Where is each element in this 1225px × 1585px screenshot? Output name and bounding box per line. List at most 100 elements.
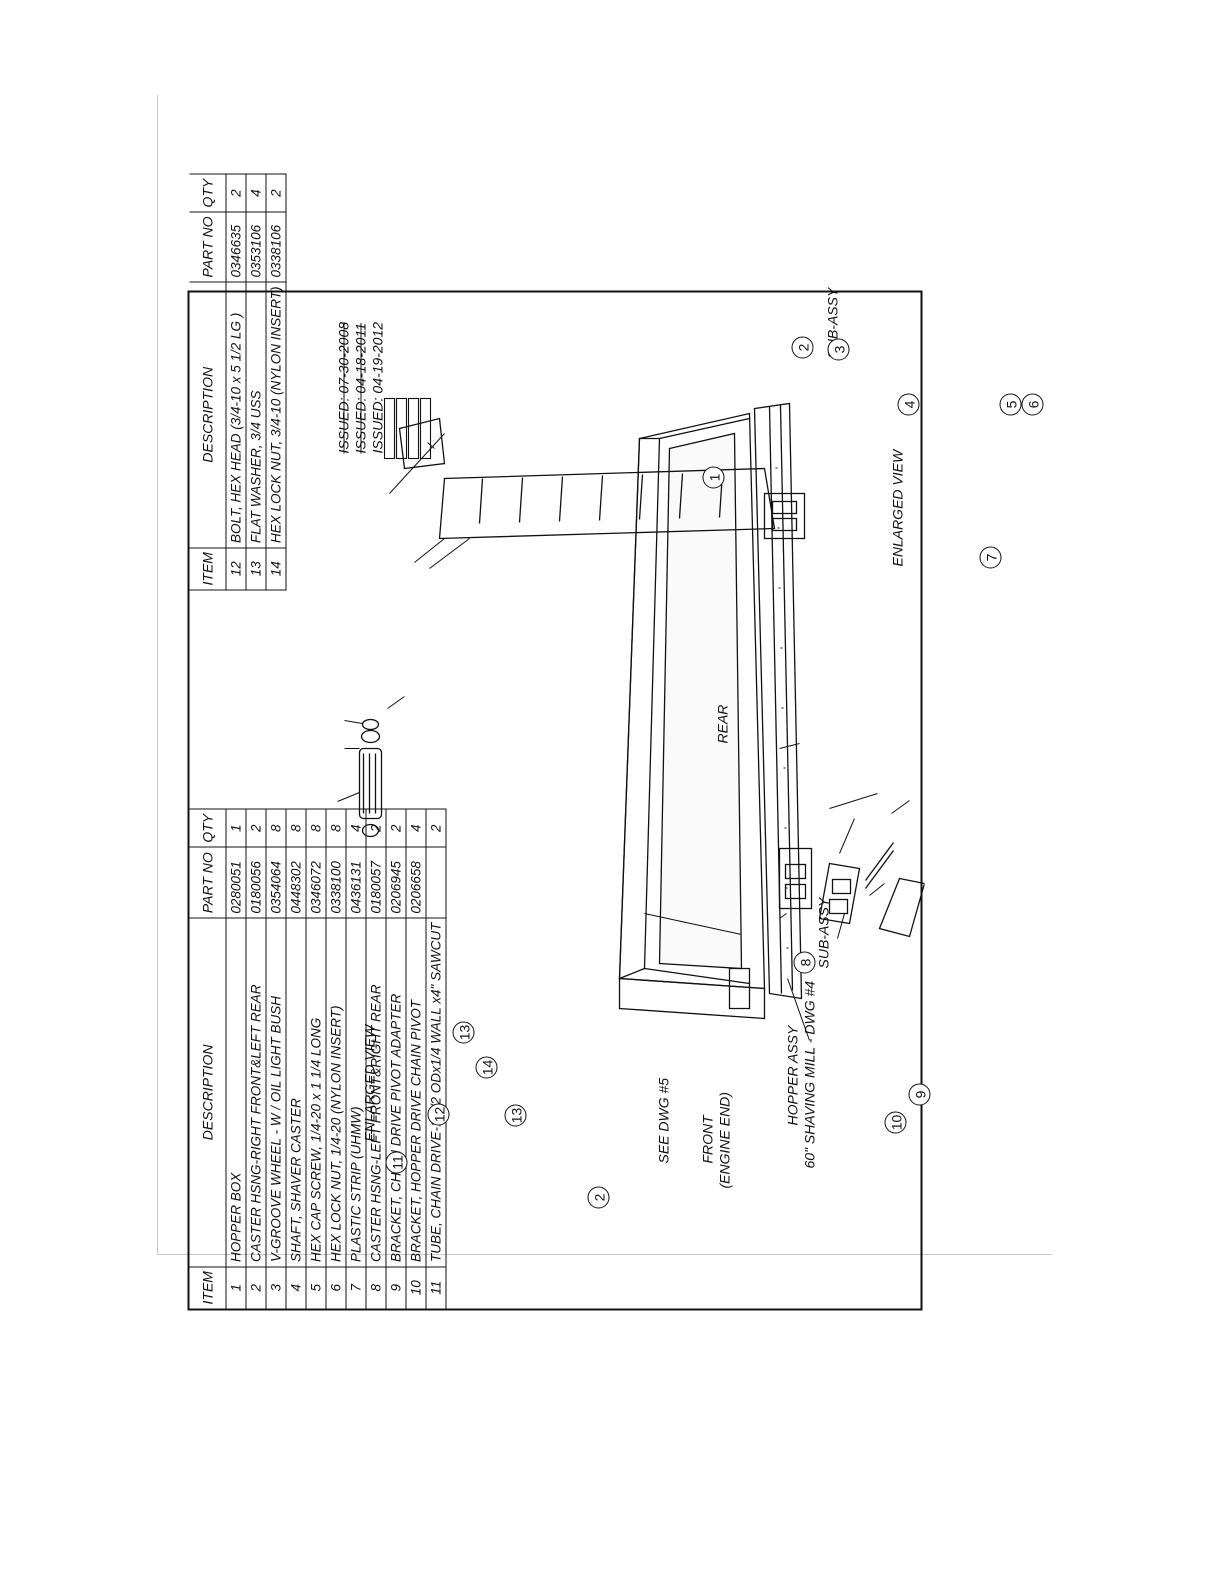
balloon-item-7: 7 bbox=[979, 546, 1002, 569]
balloon-item-13-bottom: 13 bbox=[504, 1104, 527, 1127]
bom-cell-part-no: 0346635 bbox=[226, 212, 246, 282]
balloon-item-2-subassy: 2 bbox=[791, 336, 814, 359]
label-sub-assy-bottom: SUB-ASSY bbox=[815, 897, 832, 969]
front-chain-channel bbox=[438, 467, 776, 540]
balloon-item-12: 12 bbox=[427, 1103, 450, 1126]
revision-issued-current: ISSUED: 04-19-2012 bbox=[369, 321, 386, 454]
chain-pivot-bracket bbox=[398, 417, 446, 470]
hopper-assembly-drawing bbox=[337, 397, 925, 1041]
bom-cell-part-no: 0206658 bbox=[406, 847, 426, 919]
caster-subassy-rear bbox=[778, 847, 813, 910]
bom-cell-description: FLAT WASHER, 3/4 USS bbox=[246, 281, 266, 548]
bom-cell-qty: 2 bbox=[246, 809, 266, 848]
bom-cell-part-no: 0354064 bbox=[266, 847, 286, 919]
bom-cell-qty: 4 bbox=[346, 809, 366, 848]
bom-cell-description: HOPPER BOX bbox=[226, 918, 246, 1267]
bom-cell-description: BOLT, HEX HEAD (3/4-10 x 5 1/2 LG ) bbox=[226, 281, 246, 548]
scan-edge-vertical bbox=[157, 95, 158, 1255]
revision-issued-superseded-1: ISSUED: 07-30-2008 bbox=[335, 321, 352, 454]
balloon-item-10: 10 bbox=[884, 1111, 907, 1134]
label-engine-end: (ENGINE END) bbox=[716, 1092, 733, 1189]
bom-cell-description: HEX LOCK NUT, 3/4-10 (NYLON INSERT) bbox=[266, 281, 286, 548]
bom-cell-qty: 8 bbox=[326, 809, 346, 848]
bom-cell-part-no: 0206945 bbox=[386, 847, 406, 919]
balloon-item-4-alt: 4 bbox=[897, 393, 920, 416]
balloon-item-5: 5 bbox=[999, 393, 1022, 416]
label-rear: REAR bbox=[714, 704, 731, 744]
side-rail-front bbox=[753, 402, 803, 1000]
bom-cell-qty: 4 bbox=[406, 809, 426, 848]
bom-cell-part-no: 0448302 bbox=[286, 847, 306, 919]
bom-header-description: DESCRIPTION bbox=[189, 918, 226, 1267]
bom-cell-item: 9 bbox=[386, 1266, 406, 1309]
bom-cell-item: 2 bbox=[246, 1266, 266, 1309]
bom-cell-part-no: 0180056 bbox=[246, 847, 266, 919]
bom-cell-item: 5 bbox=[306, 1266, 326, 1309]
label-enlarged-view-right: ENLARGED VIEW bbox=[889, 449, 906, 567]
bom-cell-qty: 8 bbox=[306, 809, 326, 848]
bom-cell-item: 13 bbox=[246, 547, 266, 590]
leader-lines bbox=[337, 433, 910, 1041]
bom-cell-item: 3 bbox=[266, 1266, 286, 1309]
balloon-item-8: 8 bbox=[793, 951, 816, 974]
bom-cell-description: BRACKET, HOPPER DRIVE CHAIN PIVOT bbox=[406, 918, 426, 1267]
bom-cell-part-no: 0353106 bbox=[246, 212, 266, 282]
bom-header-row: ITEM DESCRIPTION PART NO QTY bbox=[189, 174, 226, 590]
bom-cell-qty: 2 bbox=[426, 809, 446, 848]
bom-cell-part-no: 0338100 bbox=[326, 847, 346, 919]
bom-cell-item: 8 bbox=[366, 1266, 386, 1309]
bom-header-description: DESCRIPTION bbox=[189, 281, 226, 548]
title-drawing-number: 60" SHAVING MILL - DWG #4 bbox=[801, 980, 818, 1169]
bom-cell-part-no: 0180057 bbox=[366, 847, 386, 919]
bom-cell-item: 12 bbox=[226, 547, 246, 590]
bom-cell-item: 11 bbox=[426, 1266, 446, 1309]
bom-header-item: ITEM bbox=[189, 1266, 226, 1309]
bom-cell-item: 7 bbox=[346, 1266, 366, 1309]
bom-cell-description: BRACKET, CHAIN DRIVE PIVOT ADAPTER bbox=[386, 918, 406, 1267]
title-hopper-assy: HOPPER ASSY bbox=[784, 1025, 801, 1126]
bom-cell-item: 4 bbox=[286, 1266, 306, 1309]
bom-cell-qty: 2 bbox=[386, 809, 406, 848]
balloon-item-2-front: 2 bbox=[587, 1186, 610, 1209]
bom-cell-part-no: 0280051 bbox=[226, 847, 246, 919]
hopper-floor bbox=[658, 432, 743, 970]
enlarged-caster bbox=[818, 842, 925, 938]
balloon-item-6: 6 bbox=[1021, 393, 1044, 416]
bom-cell-description: CASTER HSNG-RIGHT FRONT&LEFT REAR bbox=[246, 918, 266, 1267]
bom-cell-qty: 2 bbox=[366, 809, 386, 848]
bom-cell-description: TUBE, CHAIN DRIVE-1 1/2 ODx1/4 WALL x4" … bbox=[426, 918, 446, 1267]
balloon-item-11: 11 bbox=[385, 1151, 408, 1174]
bom-cell-description: SHAFT, SHAVER CASTER bbox=[286, 918, 306, 1267]
label-see-dwg: SEE DWG #5 bbox=[655, 1077, 672, 1164]
bom-cell-qty: 8 bbox=[266, 809, 286, 848]
hopper-side-wall bbox=[618, 977, 766, 1020]
bom-cell-part-no: 0338106 bbox=[266, 212, 286, 282]
bom-header-row: ITEM DESCRIPTION PART NO QTY bbox=[189, 809, 226, 1309]
bom-cell-qty: 4 bbox=[246, 174, 266, 213]
drive-chain bbox=[383, 397, 432, 460]
bom-cell-part-no: 0436131 bbox=[346, 847, 366, 919]
bom-cell-part-no bbox=[426, 847, 446, 919]
balloon-item-1: 1 bbox=[702, 466, 725, 489]
balloon-item-3: 3 bbox=[827, 338, 850, 361]
scan-edge-horizontal bbox=[157, 1254, 1052, 1255]
bom-cell-item: 1 bbox=[226, 1266, 246, 1309]
bom-header-qty: QTY bbox=[189, 174, 226, 213]
balloon-item-9: 9 bbox=[908, 1083, 931, 1106]
bom-cell-item: 10 bbox=[406, 1266, 426, 1309]
bom-cell-qty: 2 bbox=[226, 174, 246, 213]
bom-header-part-no: PART NO bbox=[189, 212, 226, 282]
